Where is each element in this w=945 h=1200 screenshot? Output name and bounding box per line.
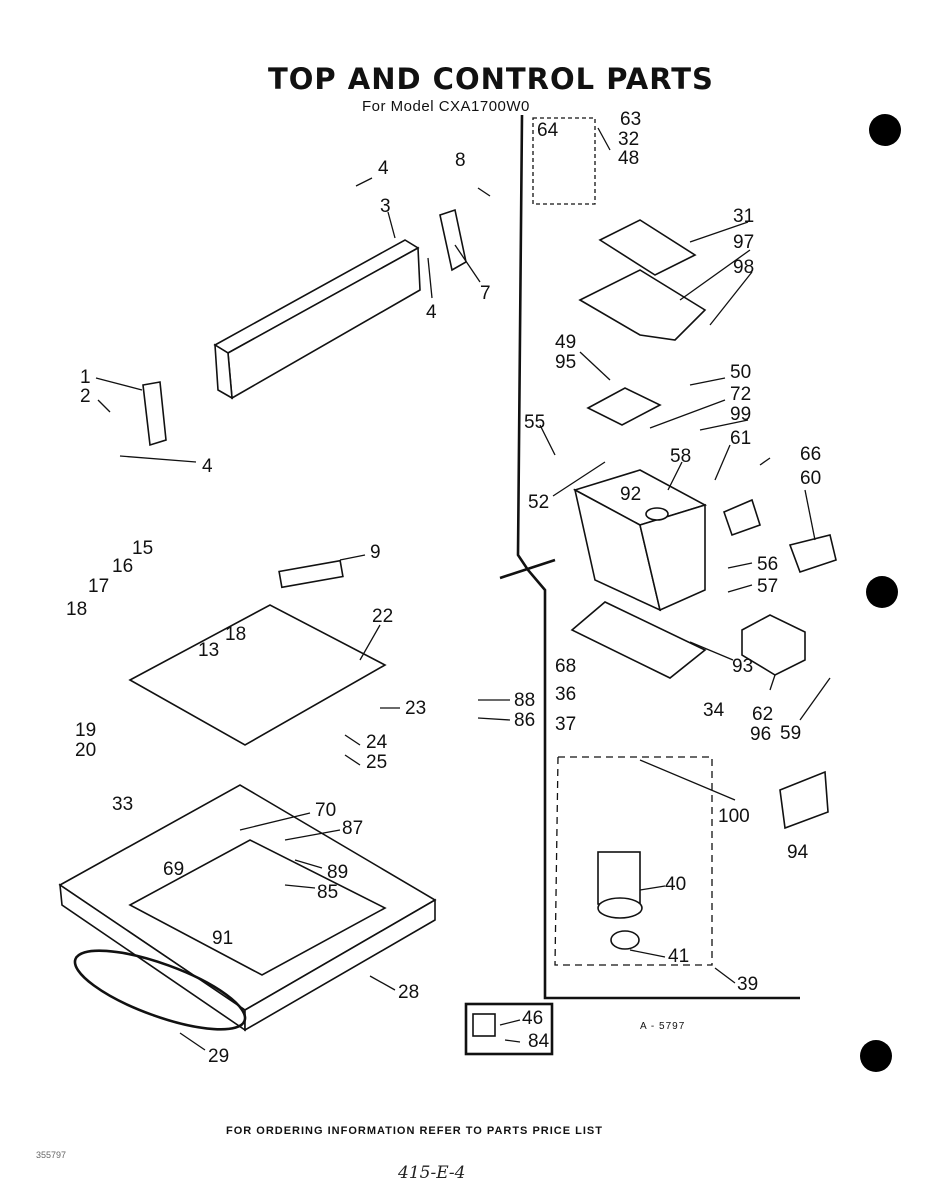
callout-label: 48 — [618, 148, 639, 169]
handle-part-9 — [278, 559, 344, 589]
callout-label: 49 — [555, 332, 576, 353]
bracket-part-7 — [439, 208, 467, 272]
switch-part-60 — [788, 534, 837, 574]
callout-label: 100 — [718, 806, 750, 827]
ordering-footer: FOR ORDERING INFORMATION REFER TO PARTS … — [226, 1125, 603, 1137]
callout-label: 41 — [668, 946, 689, 967]
callout-label: 25 — [366, 752, 387, 773]
magnetron-part-40 — [597, 851, 643, 950]
gasket-part-29 — [73, 949, 247, 1031]
callout-label: 91 — [212, 928, 233, 949]
callout-label: 92 — [620, 484, 641, 505]
callout-label: 4 — [378, 158, 389, 179]
callout-label: 60 — [800, 468, 821, 489]
corner-stamp: 355797 — [36, 1150, 67, 1160]
callout-label: 40 — [665, 874, 686, 895]
callout-label: 17 — [88, 576, 109, 597]
binder-hole-icon — [869, 114, 901, 146]
callout-label: 18 — [225, 624, 246, 645]
bracket-part-1 — [142, 381, 167, 447]
callout-label: 33 — [112, 794, 133, 815]
callout-label: 36 — [555, 684, 576, 705]
callout-label: 69 — [163, 859, 184, 880]
callout-label: 8 — [455, 150, 466, 171]
callout-label: 86 — [514, 710, 535, 731]
callout-label: 98 — [733, 257, 754, 278]
callout-label: 50 — [730, 362, 751, 383]
channel-part-3 — [213, 239, 421, 400]
callout-labels: 64 63 32 48 31 97 98 4 8 3 7 4 1 2 4 49 … — [66, 109, 821, 1067]
callout-label: 62 — [752, 704, 773, 725]
callout-label: 39 — [737, 974, 758, 995]
callout-label: 28 — [398, 982, 419, 1003]
plate-part-95 — [586, 387, 662, 426]
callout-label: 87 — [342, 818, 363, 839]
callout-label: 1 — [80, 367, 91, 388]
callout-label: 96 — [750, 724, 771, 745]
callout-label: 4 — [426, 302, 437, 323]
callout-label: 18 — [66, 599, 87, 620]
callout-label: 59 — [780, 723, 801, 744]
model-subtitle: For Model CXA1700W0 — [362, 98, 530, 115]
callout-label: 58 — [670, 446, 691, 467]
callout-label: 15 — [132, 538, 153, 559]
callout-label: 85 — [317, 882, 338, 903]
callout-label: 9 — [370, 542, 381, 563]
bracket-part-66 — [722, 498, 761, 537]
callout-label: 84 — [528, 1031, 550, 1052]
callout-label: 52 — [528, 492, 549, 513]
callout-label: 37 — [555, 714, 576, 735]
callout-label: 13 — [198, 640, 219, 661]
callout-label: 3 — [380, 196, 391, 217]
callout-label: 97 — [733, 232, 754, 253]
callout-label: 94 — [787, 842, 809, 863]
callout-label: 16 — [112, 556, 133, 577]
callout-label: 7 — [480, 283, 491, 304]
callout-label: 61 — [730, 428, 751, 449]
bracket-part-94 — [779, 770, 829, 830]
callout-label: 31 — [733, 206, 754, 227]
callout-label: 64 — [537, 120, 559, 141]
callout-label: 34 — [703, 700, 725, 721]
callout-label: 55 — [524, 412, 545, 433]
callout-label: 32 — [618, 129, 639, 150]
group-boundary-lines — [464, 114, 800, 1056]
page-title: TOP AND CONTROL PARTS — [268, 62, 714, 96]
cup-part-62 — [741, 614, 806, 676]
cavity-box-part-58 — [572, 469, 708, 612]
base-part-28 — [58, 784, 437, 1032]
binder-hole-icon — [860, 1040, 892, 1072]
callout-label: 95 — [555, 352, 576, 373]
callout-label: 68 — [555, 656, 576, 677]
callout-label: 23 — [405, 698, 426, 719]
callout-label: 88 — [514, 690, 535, 711]
callout-label: 19 — [75, 720, 96, 741]
tray-part-22 — [128, 604, 387, 746]
callout-label: 20 — [75, 740, 96, 761]
callout-label: 72 — [730, 384, 751, 405]
callout-label: 22 — [372, 606, 393, 627]
handwritten-note: 415-E-4 — [398, 1163, 466, 1183]
callout-label: 93 — [732, 656, 753, 677]
callout-label: 46 — [522, 1008, 543, 1029]
callout-label: 56 — [757, 554, 778, 575]
callout-label: 57 — [757, 576, 778, 597]
diagram-code: A - 5797 — [640, 1021, 686, 1032]
callout-label: 70 — [315, 800, 336, 821]
panel-part-97 — [578, 269, 707, 341]
leader-lines — [95, 127, 831, 1051]
part-46-icon — [472, 1013, 496, 1037]
binder-hole-icon — [866, 576, 898, 608]
callout-label: 29 — [208, 1046, 229, 1067]
plate-part-31 — [598, 219, 697, 276]
callout-label: 63 — [620, 109, 641, 130]
callout-label: 4 — [202, 456, 213, 477]
callout-label: 24 — [366, 732, 388, 753]
callout-label: 2 — [80, 386, 91, 407]
callout-label: 99 — [730, 404, 751, 425]
plate-part-93 — [570, 601, 707, 679]
callout-label: 89 — [327, 862, 348, 883]
callout-label: 66 — [800, 444, 821, 465]
